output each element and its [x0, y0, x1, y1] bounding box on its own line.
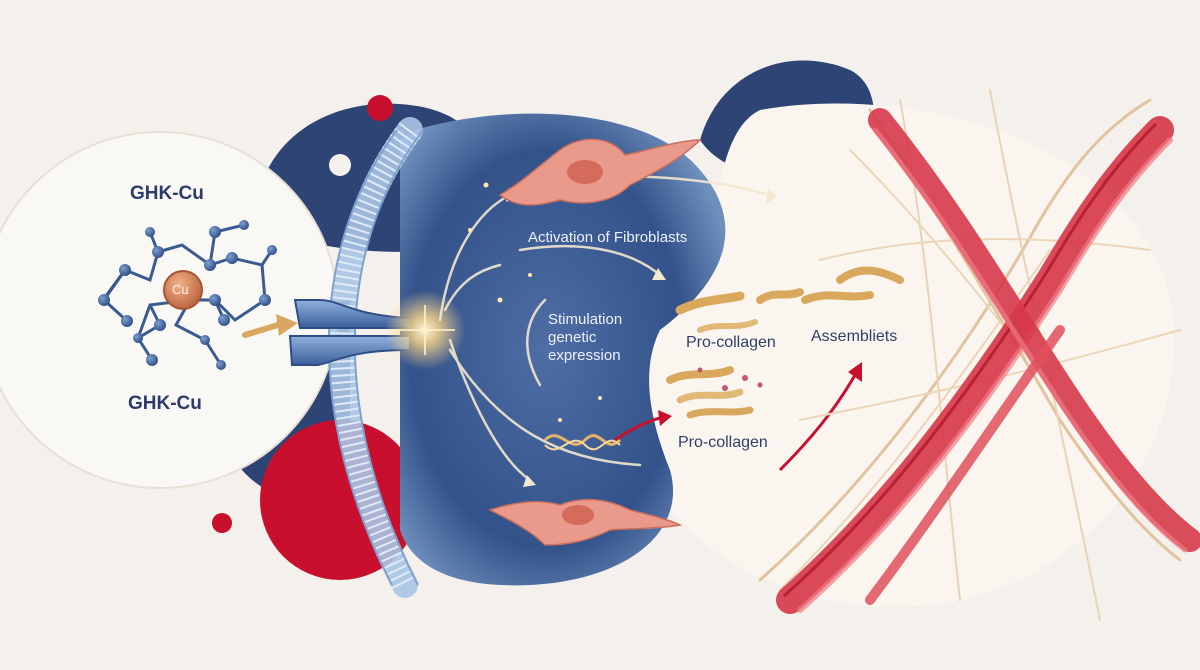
signaling-arrowheads: [506, 188, 778, 487]
cell-body: [400, 113, 726, 586]
procollagen-lower-label: Pro-collagen: [678, 434, 768, 451]
binding-arrow: [242, 322, 281, 338]
cream-dot-left: [329, 154, 351, 176]
fibroblast-bottom-nucleus: [562, 505, 594, 525]
procollagen-strands: [666, 266, 904, 419]
receptor: [288, 299, 411, 366]
stimulation-label-line1: Stimulation: [548, 311, 623, 328]
activation-label: Activation of Fibroblasts: [528, 229, 688, 246]
sparkles: [468, 182, 602, 422]
red-arrow-to-procollagen: [614, 416, 661, 442]
red-dot-bottom-left: [212, 513, 232, 533]
copper-ion: [163, 270, 203, 310]
procollagen-upper-label: Pro-collagen: [686, 334, 776, 351]
fibroblast-top-nucleus: [567, 160, 603, 184]
dna-strand: [543, 434, 622, 446]
red-arrow-to-fibers: [778, 374, 857, 472]
assemblies-label: Assembliets: [811, 328, 898, 345]
molecule-title-top: GHK-Cu: [130, 183, 204, 204]
molecule-atoms: [98, 220, 277, 370]
copper-label: Cu: [172, 282, 189, 297]
stimulation-label-line2: genetic: [548, 329, 597, 346]
stimulation-label-line3: expression: [548, 347, 621, 364]
matrix-panel: [638, 103, 1174, 607]
binding-arrow-head: [276, 314, 298, 336]
red-dot-top: [367, 95, 393, 121]
collagen-fibers: [758, 89, 1200, 621]
molecule-title-bottom: GHK-Cu: [128, 393, 202, 414]
particles: [697, 367, 763, 391]
